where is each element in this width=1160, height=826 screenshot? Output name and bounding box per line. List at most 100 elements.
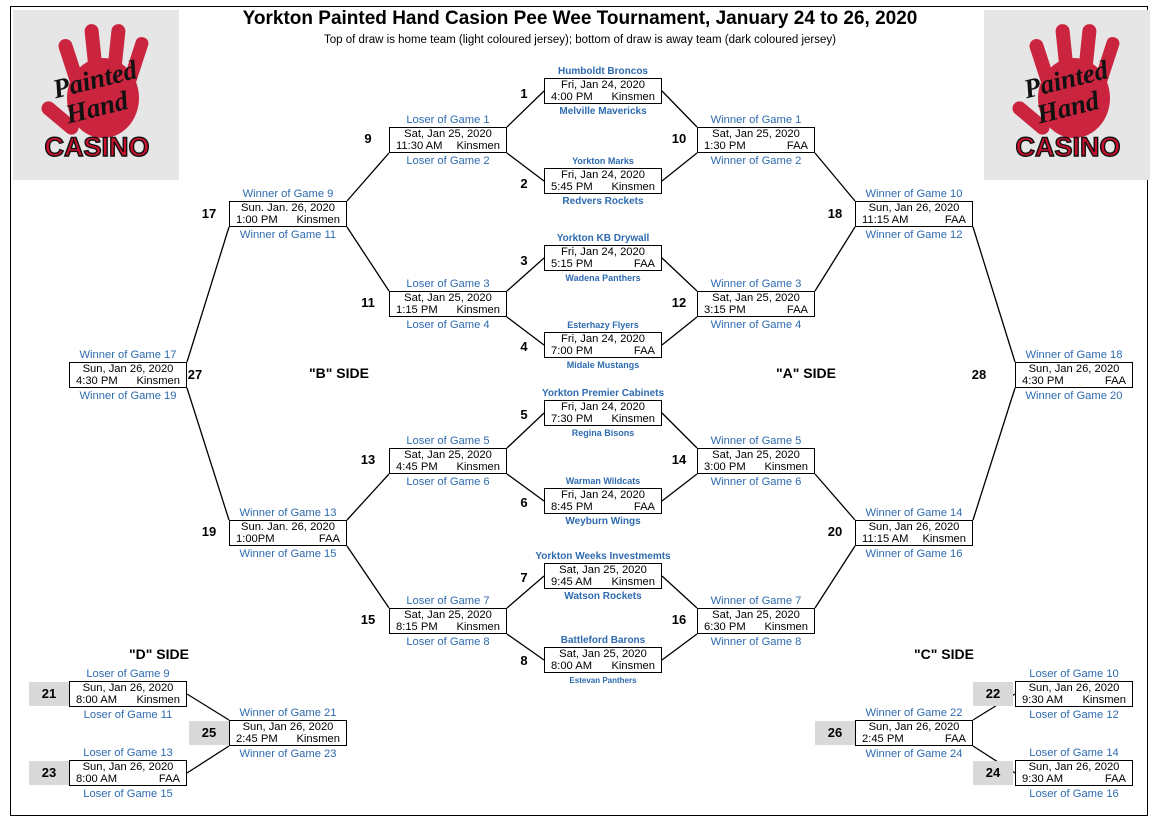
game-number-13: 13 [360, 452, 376, 467]
painted-hand-casino-logo-right: Painted Hand CASINO [984, 10, 1150, 180]
game-venue: Kinsmen [456, 621, 500, 633]
game-venue: Kinsmen [136, 375, 180, 387]
connector-g10 [661, 90, 698, 128]
game-venue: Kinsmen [296, 733, 340, 745]
game-time: 9:45 AM [551, 576, 593, 588]
game-number-6: 6 [520, 495, 528, 510]
connector-g15 [506, 575, 545, 609]
game-date: Fri, Jan 24, 2020 [561, 246, 645, 258]
game-number-4: 4 [520, 339, 528, 354]
feeder-label-top: Loser of Game 10 [1029, 668, 1119, 680]
game-number-2: 2 [520, 176, 528, 191]
game-time: 4:30 PM [76, 375, 118, 387]
game-time: 1:15 PM [396, 304, 438, 316]
game-number-1: 1 [520, 86, 528, 101]
game-date: Sun, Jan 26, 2020 [82, 363, 174, 375]
connector-g19 [346, 473, 390, 521]
game-venue: Kinsmen [611, 91, 655, 103]
game-venue: FAA [1104, 773, 1126, 785]
game-venue: Kinsmen [456, 304, 500, 316]
game-number-18: 18 [827, 206, 843, 221]
feeder-label-top: Winner of Game 3 [710, 278, 802, 290]
game-date: Sun, Jan 26, 2020 [868, 521, 960, 533]
game-venue: FAA [633, 258, 655, 270]
feeder-label-bottom: Winner of Game 20 [1025, 390, 1123, 402]
side-label-a: "A" SIDE [776, 365, 836, 381]
game-time: 3:00 PM [704, 461, 746, 473]
game-venue: Kinsmen [611, 660, 655, 672]
feeder-label-top: Loser of Game 5 [406, 435, 490, 447]
game-time: 3:15 PM [704, 304, 746, 316]
team-home: Warman Wildcats [565, 476, 641, 486]
game-time: 1:00 PM [236, 214, 278, 226]
feeder-label-bottom: Loser of Game 2 [406, 155, 490, 167]
game-date: Sun, Jan 26, 2020 [1028, 363, 1120, 375]
connector-g9 [506, 90, 545, 128]
connector-g28 [972, 387, 1016, 521]
game-venue: Kinsmen [296, 214, 340, 226]
game-venue: FAA [158, 773, 180, 785]
connector-g25 [186, 693, 230, 721]
game-date: Fri, Jan 24, 2020 [561, 333, 645, 345]
game-venue: Kinsmen [611, 413, 655, 425]
game-time: 4:45 PM [396, 461, 438, 473]
game-date: Sat, Jan 25, 2020 [404, 449, 492, 461]
game-time: 11:15 AM [862, 533, 909, 545]
game-date: Sat, Jan 25, 2020 [559, 648, 647, 660]
game-date: Sun. Jan. 26, 2020 [241, 202, 335, 214]
feeder-label-bottom: Winner of Game 12 [865, 229, 963, 241]
game-number-20: 20 [827, 524, 843, 539]
connector-g20 [814, 545, 856, 609]
game-venue: Kinsmen [456, 140, 500, 152]
feeder-label-top: Loser of Game 9 [86, 668, 170, 680]
red-hand-icon: Painted Hand CASINO [41, 24, 150, 163]
game-venue: Kinsmen [764, 621, 808, 633]
team-away: Watson Rockets [564, 591, 642, 602]
game-number-23: 23 [29, 761, 69, 785]
game-time: 1:00PM [236, 533, 275, 545]
game-number-24: 24 [973, 761, 1013, 785]
connector-g28 [972, 226, 1016, 363]
game-time: 2:45 PM [236, 733, 278, 745]
feeder-label-bottom: Loser of Game 6 [406, 476, 490, 488]
feeder-label-top: Winner of Game 17 [79, 349, 177, 361]
team-away: Redvers Rockets [562, 196, 644, 207]
team-away: Melville Mavericks [559, 106, 647, 117]
connector-g14 [661, 412, 698, 449]
game-venue: Kinsmen [456, 461, 500, 473]
team-away: Midale Mustangs [566, 360, 640, 370]
feeder-label-bottom: Winner of Game 16 [865, 548, 963, 560]
game-date: Fri, Jan 24, 2020 [561, 79, 645, 91]
connector-g25 [186, 745, 230, 774]
game-number-14: 14 [671, 452, 687, 467]
connector-g11 [506, 257, 545, 292]
logo-word-3: CASINO [1015, 132, 1120, 162]
game-date: Sun, Jan 26, 2020 [868, 202, 960, 214]
game-number-25: 25 [189, 721, 229, 745]
connector-g27 [186, 226, 230, 363]
feeder-label-bottom: Loser of Game 11 [83, 709, 173, 721]
game-time: 6:30 PM [704, 621, 746, 633]
game-time: 7:00 PM [551, 345, 593, 357]
game-time: 11:30 AM [396, 140, 443, 152]
connector-g15 [506, 633, 545, 661]
feeder-label-bottom: Winner of Game 2 [710, 155, 802, 167]
game-number-12: 12 [671, 295, 687, 310]
feeder-label-bottom: Loser of Game 16 [1029, 788, 1119, 800]
team-away: Estevan Panthers [569, 676, 637, 685]
game-number-3: 3 [520, 253, 528, 268]
side-label-c: "C" SIDE [914, 646, 974, 662]
game-venue: FAA [633, 501, 655, 513]
feeder-label-top: Loser of Game 14 [1029, 747, 1119, 759]
